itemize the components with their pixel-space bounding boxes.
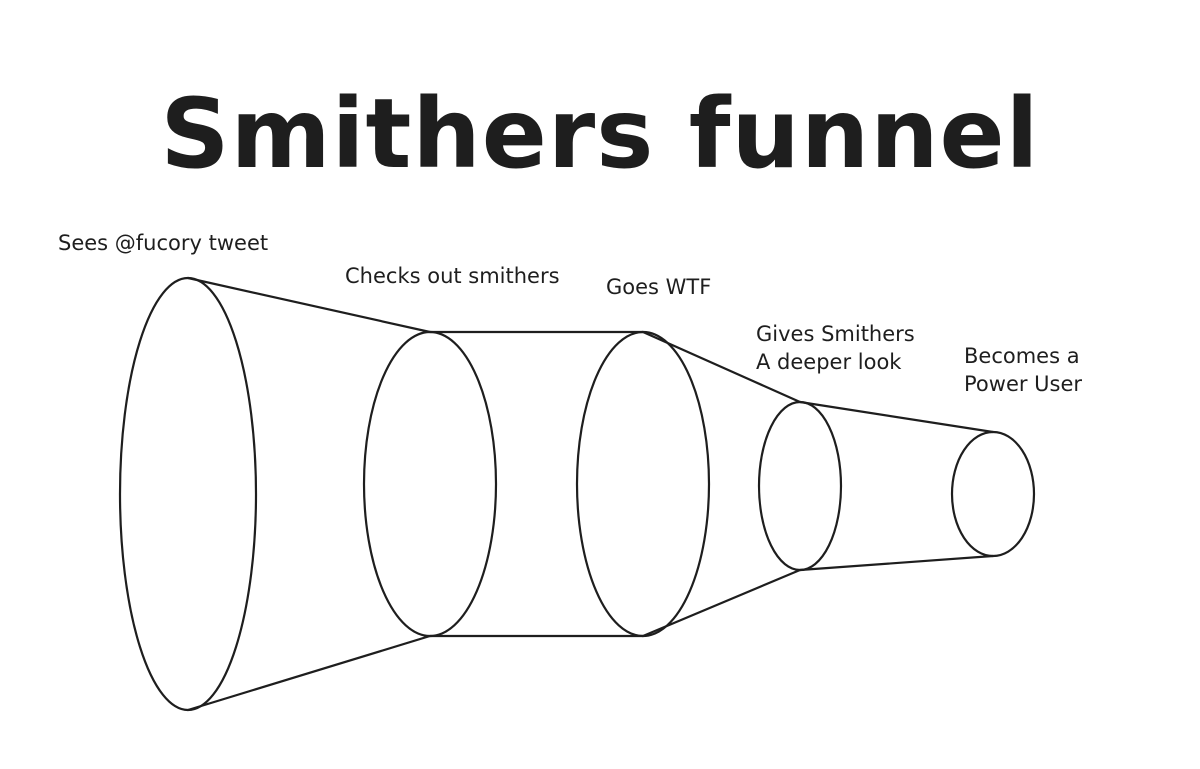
stage-label-checks-out: Checks out smithers	[345, 264, 560, 288]
funnel-ring-power-user	[950, 430, 1036, 558]
stage-label-goes-wtf: Goes WTF	[606, 275, 712, 299]
stage-label-sees-tweet: Sees @fucory tweet	[58, 231, 269, 255]
funnel-connector-top-4	[798, 400, 995, 434]
stage-label-deeper-look: Gives Smithers A deeper look	[756, 322, 915, 374]
funnel-ring-checks-out	[362, 330, 498, 638]
funnel-rings	[118, 276, 1036, 712]
funnel-ring-sees-tweet	[118, 276, 258, 712]
funnel-ring-deeper-look	[757, 400, 843, 572]
funnel-connector-top-1	[186, 276, 432, 334]
stage-label-power-user: Becomes a Power User	[964, 344, 1083, 396]
diagram-title: Smithers funnel	[160, 78, 1040, 190]
funnel-connector-bottom-1	[186, 634, 432, 712]
funnel-connector-bottom-4	[798, 554, 995, 572]
funnel-ring-goes-wtf	[575, 330, 711, 638]
